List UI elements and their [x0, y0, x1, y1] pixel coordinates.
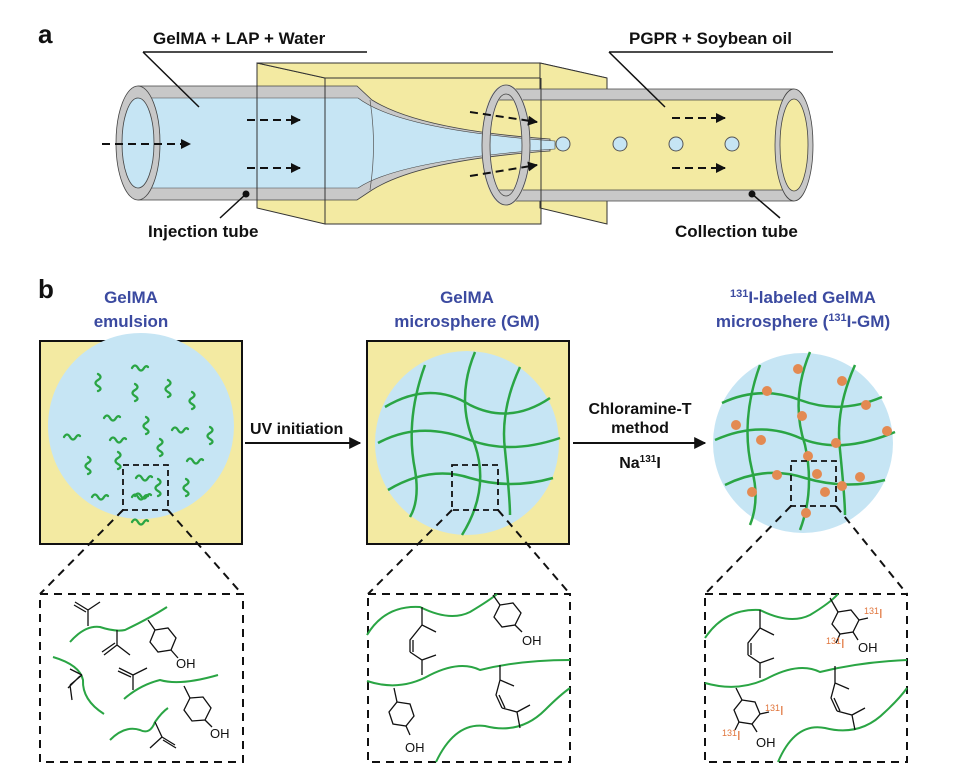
svg-text:GelMA: GelMA — [104, 288, 158, 307]
svg-text:Na131I: Na131I — [619, 454, 661, 472]
panel-b-letter: b — [38, 274, 54, 304]
labeled-microsphere — [713, 351, 896, 533]
svg-text:OH: OH — [858, 640, 878, 655]
zoom-projection-lines — [39, 505, 908, 595]
iodine-dot — [801, 508, 811, 518]
gelma-chain — [170, 426, 190, 434]
svg-text:131I: 131I — [765, 703, 784, 718]
iodine-dot — [762, 386, 772, 396]
svg-text:OH: OH — [756, 735, 776, 750]
iodine-dot — [793, 364, 803, 374]
gelma-chain — [114, 450, 122, 471]
svg-text:GelMA: GelMA — [440, 288, 494, 307]
chloramine-t-arrow: Chloramine-T method Na131I — [573, 401, 707, 472]
gelma-chain — [142, 415, 150, 436]
gelma-microsphere-box — [366, 340, 570, 545]
iodine-dot — [837, 481, 847, 491]
iodine-dot — [797, 411, 807, 421]
crosslinked-network — [377, 351, 561, 536]
iodine-isotope-labels: 131I 131I 131I 131I — [722, 606, 883, 743]
stage-2-title: GelMA microsphere (GM) — [394, 288, 539, 331]
stage-1-title: GelMA emulsion — [94, 288, 169, 331]
iodine-dot — [731, 420, 741, 430]
gelma-chain — [185, 457, 205, 465]
zoom-box-emulsion: OH OH — [39, 593, 244, 763]
svg-text:OH: OH — [210, 726, 230, 741]
flow-arrows — [102, 111, 726, 177]
gelma-chain — [130, 518, 150, 526]
gelma-chain — [108, 436, 128, 444]
gelma-chain — [164, 378, 172, 399]
iodine-dot — [882, 426, 892, 436]
injection-tube — [115, 85, 556, 201]
iodine-dot — [855, 472, 865, 482]
gelma-chain — [130, 364, 150, 372]
gelma-chain — [188, 390, 196, 411]
svg-text:method: method — [611, 420, 669, 437]
iodine-dot — [837, 376, 847, 386]
svg-text:Chloramine-T: Chloramine-T — [588, 401, 691, 418]
panel-a-letter: a — [38, 19, 53, 49]
iodine-dot — [803, 451, 813, 461]
svg-text:Collection tube: Collection tube — [675, 222, 798, 241]
svg-text:131I-labeled GelMA: 131I-labeled GelMA — [730, 288, 876, 307]
gelma-emulsion-box — [39, 333, 243, 545]
svg-text:OH: OH — [405, 740, 425, 755]
iodine-dot — [772, 470, 782, 480]
svg-text:131I: 131I — [722, 728, 741, 743]
gelma-chain — [102, 414, 122, 422]
iodine-dot — [831, 438, 841, 448]
callout-collection-tube: Collection tube — [675, 190, 798, 241]
gelma-chains-dispersed — [62, 364, 214, 526]
iodine-dot — [861, 400, 871, 410]
gelma-chain — [154, 477, 162, 498]
svg-text:microsphere (131I-GM): microsphere (131I-GM) — [716, 312, 890, 331]
gelma-chain — [131, 382, 139, 403]
gelma-chain — [182, 477, 190, 498]
collection-tube-inlet — [481, 84, 531, 206]
gelma-chain — [94, 372, 102, 393]
svg-text:OH: OH — [176, 656, 196, 671]
gelma-chain — [84, 455, 92, 476]
microfluidic-device — [102, 62, 814, 225]
callout-injection-tube: Injection tube — [148, 190, 259, 241]
svg-text:PGPR + Soybean oil: PGPR + Soybean oil — [629, 29, 792, 48]
svg-text:microsphere (GM): microsphere (GM) — [394, 312, 539, 331]
zoom-box-crosslinked: OH OH — [366, 593, 571, 763]
callout-aqueous-phase: GelMA + LAP + Water — [142, 29, 367, 108]
svg-text:Injection tube: Injection tube — [148, 222, 259, 241]
iodine-dot — [812, 469, 822, 479]
gelma-chain — [62, 433, 82, 441]
uv-initiation-arrow: UV initiation — [245, 421, 362, 449]
iodine-131-labels — [731, 364, 892, 518]
svg-text:UV initiation: UV initiation — [250, 421, 343, 438]
callout-oil-phase: PGPR + Soybean oil — [608, 29, 833, 108]
gelma-chain — [206, 425, 214, 446]
iodine-dot — [820, 487, 830, 497]
stage-3-title: 131I-labeled GelMA microsphere (131I-GM) — [716, 288, 890, 331]
gelma-chain — [134, 474, 154, 482]
svg-text:131I: 131I — [826, 636, 845, 651]
svg-text:OH: OH — [522, 633, 542, 648]
gelma-chain — [90, 493, 110, 501]
gelma-chain — [133, 492, 153, 500]
gelma-chain — [156, 437, 164, 458]
iodine-dot — [756, 435, 766, 445]
droplets — [555, 136, 740, 152]
labeled-network — [714, 351, 896, 531]
iodine-dot — [747, 487, 757, 497]
svg-text:GelMA + LAP + Water: GelMA + LAP + Water — [153, 29, 326, 48]
svg-text:emulsion: emulsion — [94, 312, 169, 331]
zoom-box-iodinated: OH OH 131I 131I 131I 131I — [704, 593, 908, 763]
svg-text:131I: 131I — [864, 606, 883, 621]
